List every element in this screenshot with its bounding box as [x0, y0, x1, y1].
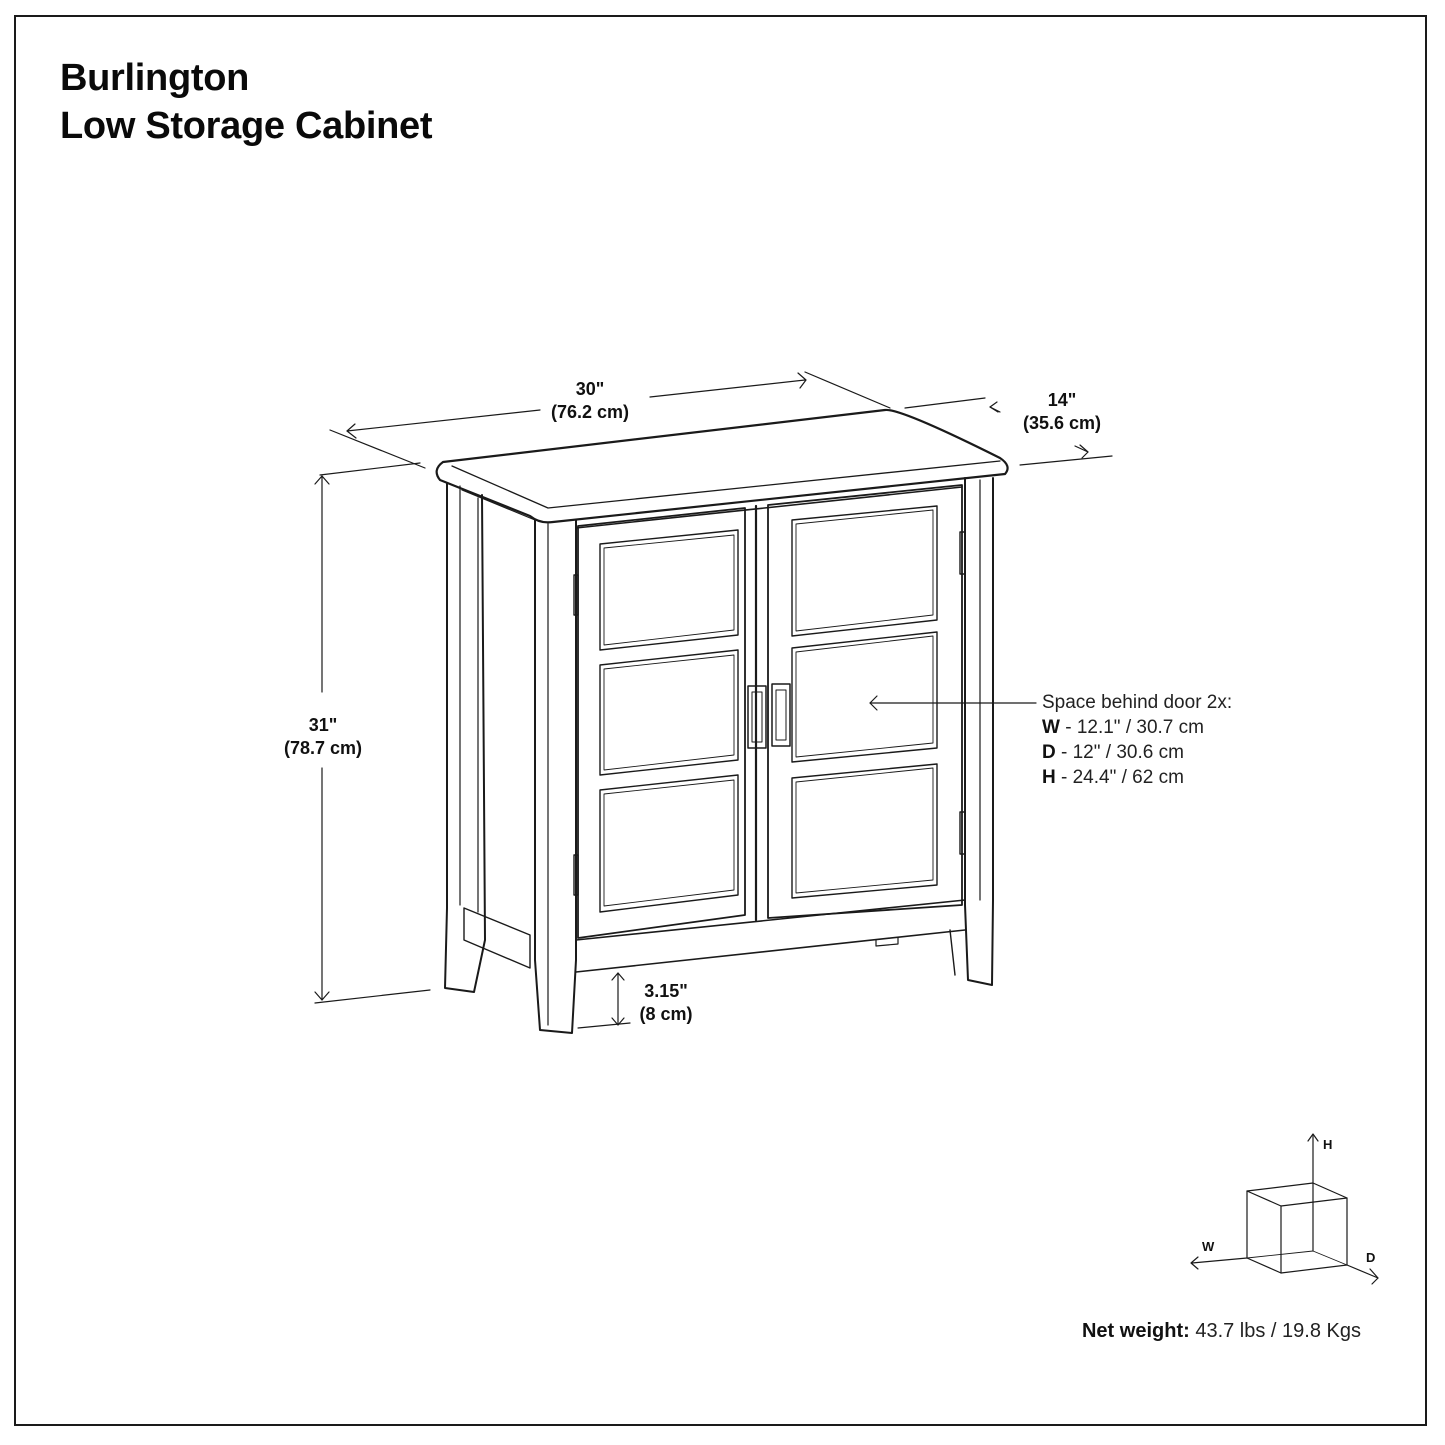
hinges	[573, 531, 966, 896]
clearance-dimension-line	[577, 972, 631, 1029]
depth-cm: (35.6 cm)	[1022, 413, 1102, 433]
width-inches: 30"	[575, 379, 605, 399]
diagram-frame	[14, 15, 1427, 1426]
cabinet-top	[435, 408, 1009, 524]
clearance-label: 3.15" (8 cm)	[630, 980, 702, 1026]
depth-label: 14" (35.6 cm)	[1010, 389, 1114, 435]
cabinet-body	[444, 477, 994, 1034]
callout-heading: Space behind door 2x:	[1042, 692, 1233, 713]
axis-label-h: H	[1323, 1137, 1333, 1152]
title-line-2: Low Storage Cabinet	[60, 105, 433, 147]
axis-legend-cube	[1190, 1133, 1379, 1285]
left-door	[577, 507, 767, 939]
axis-label-d: D	[1366, 1250, 1376, 1265]
height-dimension-line	[314, 462, 431, 1004]
depth-dimension-line	[904, 397, 1113, 466]
callout-row-depth: D - 12" / 30.6 cm	[1042, 742, 1184, 763]
net-weight: Net weight: 43.7 lbs / 19.8 Kgs	[1082, 1320, 1361, 1343]
height-cm: (78.7 cm)	[283, 738, 363, 758]
axis-label-w: W	[1202, 1239, 1215, 1254]
title-line-1: Burlington	[60, 57, 250, 99]
height-inches: 31"	[308, 715, 338, 735]
net-weight-label: Net weight:	[1081, 1320, 1190, 1342]
callout-row-width: W - 12.1" / 30.7 cm	[1042, 717, 1204, 738]
width-label: 30" (76.2 cm)	[540, 378, 640, 424]
width-cm: (76.2 cm)	[550, 402, 630, 422]
clearance-inches: 3.15"	[644, 981, 688, 1001]
product-title: Burlington Low Storage Cabinet	[60, 54, 433, 150]
depth-inches: 14"	[1047, 390, 1077, 410]
net-weight-value: 43.7 lbs / 19.8 Kgs	[1189, 1320, 1361, 1342]
width-dimension-line	[329, 371, 891, 469]
clearance-cm: (8 cm)	[639, 1004, 693, 1024]
callout-row-height: H - 24.4" / 62 cm	[1042, 767, 1184, 788]
space-callout-arrow	[869, 695, 1037, 711]
height-label: 31" (78.7 cm)	[270, 714, 376, 760]
space-behind-door-callout: Space behind door 2x: W - 12.1" / 30.7 c…	[1042, 690, 1232, 790]
right-door	[754, 484, 963, 922]
